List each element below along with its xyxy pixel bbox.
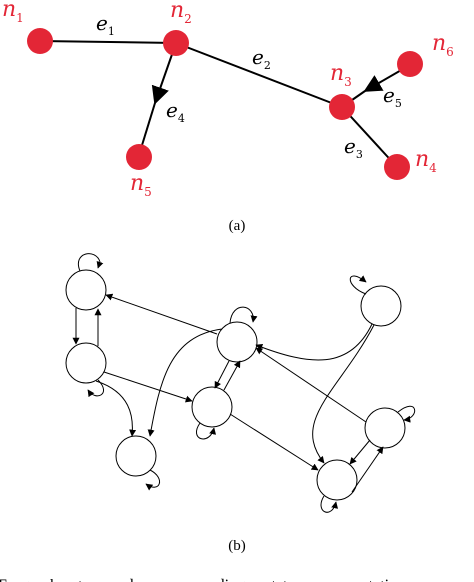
b-edge-5-8: [229, 413, 319, 471]
label-n6: n6: [432, 31, 454, 59]
b-loop-7: [397, 405, 415, 423]
label-n2: n2: [170, 0, 192, 26]
b-node-2: [65, 342, 107, 384]
caption-a: (a): [229, 218, 246, 234]
label-e3: e3: [344, 134, 363, 161]
label-e1: e1: [96, 11, 115, 38]
b-edge-8-7: [351, 446, 384, 493]
b-node-4: [216, 321, 258, 363]
node-n4: [384, 154, 410, 180]
figure-caption-line: F... graph ... to ... and ... correspond…: [0, 577, 405, 582]
node-n6: [397, 51, 423, 77]
b-edge-6-8: [312, 324, 375, 464]
b-node-5: [191, 386, 233, 428]
b-loop-3: [145, 469, 160, 491]
b-loop-8: [320, 495, 339, 513]
label-n3: n3: [330, 61, 352, 89]
panel-b: [65, 253, 415, 513]
b-loop-4: [229, 306, 258, 324]
caption-b: (b): [228, 538, 246, 554]
b-loop-2: [87, 379, 104, 398]
b-loop-1: [77, 253, 104, 272]
label-e5: e5: [383, 83, 402, 110]
label-n5: n5: [130, 171, 152, 199]
node-n1: [27, 28, 53, 54]
panel-a: n1 n2 n3 n4 n5 n6 e1 e2 e3 e4 e5: [2, 0, 454, 234]
label-e2: e2: [252, 45, 271, 72]
label-n1: n1: [2, 0, 24, 25]
b-edge-7-4: [255, 347, 367, 423]
b-edge-6-4: [255, 323, 373, 361]
edge-e3: [341, 106, 398, 168]
node-n3: [329, 94, 355, 120]
b-node-6: [360, 285, 402, 327]
label-n4: n4: [415, 147, 437, 175]
b-loop-6: [349, 275, 367, 295]
b-node-8: [316, 459, 358, 501]
node-n2: [163, 30, 189, 56]
b-edge-2-5: [103, 371, 193, 403]
b-node-7: [364, 407, 406, 449]
edge-e1: [39, 40, 177, 44]
edge-e2: [175, 42, 343, 108]
b-node-1: [65, 269, 107, 311]
label-e4: e4: [166, 98, 185, 125]
b-loop-5: [196, 422, 217, 440]
node-n5: [126, 144, 152, 170]
b-edge-4-5: [214, 360, 230, 389]
b-edge-4-1: [105, 293, 218, 335]
b-edge-7-8: [349, 439, 371, 465]
b-edge-4-3: [147, 328, 223, 437]
b-edge-2-3: [95, 380, 137, 437]
b-edge-5-4: [223, 360, 241, 391]
